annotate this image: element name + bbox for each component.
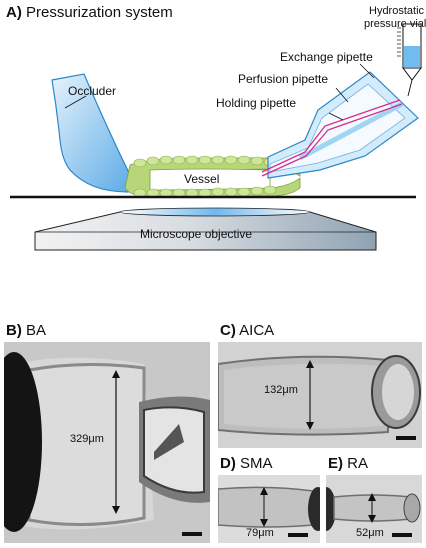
panel-c-title-text: AICA bbox=[239, 322, 275, 339]
vessel-shape bbox=[124, 155, 301, 198]
ba-vessel-image bbox=[4, 342, 210, 543]
occluder-label: Occluder bbox=[68, 84, 117, 98]
objective-shape bbox=[34, 207, 377, 251]
objective-label: Microscope objective bbox=[140, 227, 253, 241]
aica-micrograph bbox=[218, 342, 422, 448]
aica-measurement: 132μm bbox=[264, 384, 298, 396]
panel-a-title-text: Pressurization system bbox=[26, 4, 173, 21]
panel-b-title: B) BA bbox=[6, 322, 46, 339]
panel-e-title: E) RA bbox=[328, 455, 368, 472]
panel-b-title-text: BA bbox=[26, 322, 47, 339]
exchange-pipette-label: Exchange pipette bbox=[280, 50, 373, 64]
panel-e-title-text: RA bbox=[347, 455, 369, 472]
panel-d-letter: D) bbox=[220, 455, 236, 472]
holding-pipette-label: Holding pipette bbox=[216, 96, 297, 110]
perfusion-pipette-label: Perfusion pipette bbox=[238, 72, 329, 86]
holding-leader bbox=[328, 112, 344, 121]
panel-c-title: C) AICA bbox=[220, 322, 274, 339]
ba-measurement: 329μm bbox=[70, 433, 104, 445]
perfusion-leader bbox=[335, 87, 349, 103]
exchange-pipette-shape bbox=[298, 101, 404, 161]
vial-label-2: pressure vial bbox=[364, 18, 426, 30]
panel-d-title-text: SMA bbox=[240, 455, 273, 472]
sma-measurement: 79μm bbox=[246, 527, 274, 539]
aica-vessel-image bbox=[218, 342, 422, 448]
sma-vessel-image bbox=[218, 475, 320, 543]
panel-c-letter: C) bbox=[220, 322, 236, 339]
ba-micrograph bbox=[4, 342, 210, 543]
pressurization-diagram bbox=[10, 23, 422, 251]
sma-micrograph bbox=[218, 475, 320, 543]
panel-e-letter: E) bbox=[328, 455, 343, 472]
exchange-leader bbox=[359, 63, 375, 79]
vial-label: Hydrostatic bbox=[369, 5, 425, 17]
ra-vessel-image bbox=[326, 475, 422, 543]
vessel-label: Vessel bbox=[184, 172, 220, 186]
panel-d-title: D) SMA bbox=[220, 455, 273, 472]
perfusion-pipette-shape bbox=[261, 99, 401, 173]
vial-shape bbox=[397, 23, 422, 97]
panel-a-title: A) Pressurization system bbox=[6, 4, 173, 21]
ra-micrograph bbox=[326, 475, 422, 543]
occluder-leader bbox=[64, 95, 87, 109]
ra-measurement: 52μm bbox=[356, 527, 384, 539]
panel-b-letter: B) bbox=[6, 322, 22, 339]
panel-a-letter: A) bbox=[6, 4, 22, 21]
